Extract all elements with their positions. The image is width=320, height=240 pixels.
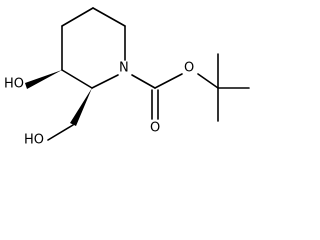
bond-n-carbonyl bbox=[131, 74, 156, 89]
bond-carbonyl-ester-o bbox=[154, 73, 183, 89]
bond-c4-c5 bbox=[61, 7, 94, 27]
carbonyl-oxygen-label: O bbox=[150, 121, 160, 136]
methyl-hydroxyl-label: HO bbox=[24, 133, 44, 148]
bond-ester-o-tbu bbox=[197, 73, 219, 89]
ring-hydroxyl-label: HO bbox=[4, 77, 24, 92]
molecule-structure: N HO HO O O bbox=[4, 7, 250, 148]
bond-ch2-oh bbox=[47, 124, 74, 141]
wedge-bond-c3-oh bbox=[25, 70, 62, 89]
ester-oxygen-label: O bbox=[184, 61, 194, 76]
bond-n-c2 bbox=[91, 74, 119, 89]
bond-c2-c3 bbox=[61, 69, 93, 89]
nitrogen-atom-label: N bbox=[119, 61, 129, 76]
bond-c6-c5 bbox=[92, 7, 126, 27]
wedge-bond-c2-ch2 bbox=[70, 88, 92, 126]
